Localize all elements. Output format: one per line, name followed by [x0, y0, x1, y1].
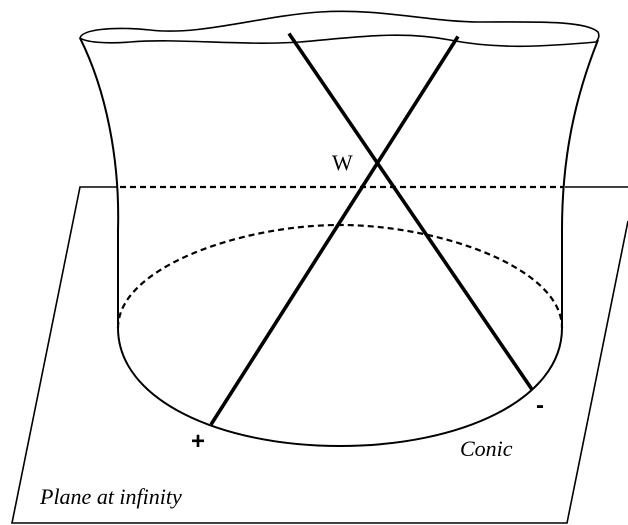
plus-line	[209, 35, 460, 426]
surface-top-rim	[79, 10, 600, 48]
vertex-label: W	[332, 150, 353, 175]
plane-left-edge	[11, 186, 628, 524]
surface	[79, 10, 600, 328]
minus-line	[287, 32, 534, 391]
conic-label: Conic	[460, 436, 513, 461]
plane-at-infinity	[11, 185, 628, 524]
minus-label: -	[536, 392, 544, 419]
plus-label: +	[191, 428, 205, 455]
surface-left-side	[79, 37, 120, 328]
conic-front-half	[117, 327, 563, 448]
surface-right-side	[561, 39, 599, 328]
plane-label: Plane at infinity	[39, 484, 182, 509]
generator-lines	[209, 32, 534, 426]
conic-back-half	[116, 223, 564, 329]
